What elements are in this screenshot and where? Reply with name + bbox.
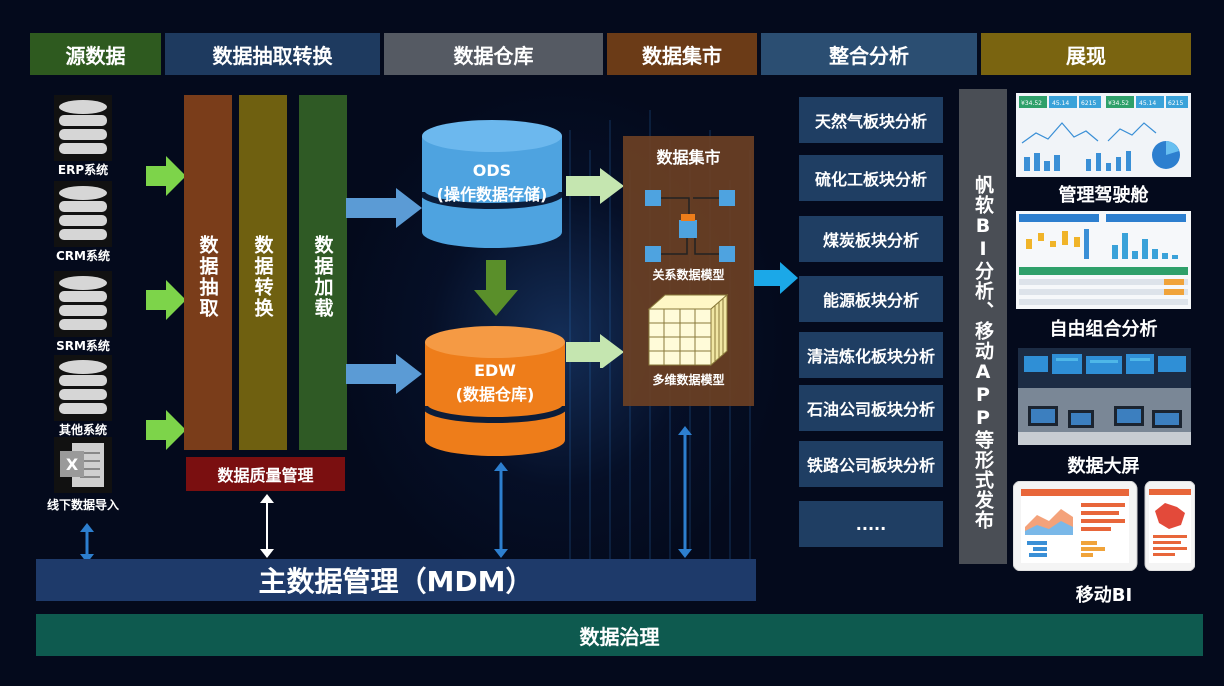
- ods-cylinder-shape: [422, 120, 562, 248]
- edw-cylinder: EDW (数据仓库): [425, 326, 565, 456]
- source-label: CRM系统: [56, 249, 110, 263]
- governance-bar: 数据治理: [36, 614, 1203, 656]
- mobile-bi-thumbnail: [1012, 480, 1196, 572]
- publish-bar: 帆软BI分析、移动APP等形式发布: [959, 89, 1007, 564]
- multidim-cube-icon: [647, 293, 729, 367]
- cockpit-thumbnail: ¥34.52 45.14 6215 ¥34.52 45.14 6215: [1016, 93, 1191, 177]
- header-mart: 数据集市: [607, 33, 757, 75]
- display-caption: 自由组合分析: [1049, 319, 1158, 340]
- ods-cylinder: ODS (操作数据存储): [422, 120, 562, 248]
- arrow-mart-mdm: [678, 426, 692, 558]
- display-caption: 移动BI: [1075, 585, 1133, 606]
- free-analysis-graphic: [1016, 211, 1191, 309]
- header-source-data: 源数据: [30, 33, 161, 75]
- control-room-graphic: [1018, 348, 1191, 445]
- analysis-item: 石油公司板块分析: [799, 385, 943, 431]
- multidim-model-label: 多维数据模型: [652, 373, 725, 387]
- source-label: SRM系统: [56, 339, 110, 353]
- data-quality-management: 数据质量管理: [186, 457, 345, 491]
- analysis-item: 清洁炼化板块分析: [799, 332, 943, 378]
- relational-model-label: 关系数据模型: [652, 268, 725, 282]
- arrow-edw-mdm: [494, 462, 508, 558]
- analysis-item: 天然气板块分析: [799, 97, 943, 143]
- edw-title: EDW: [474, 361, 516, 380]
- arrow-source-mdm: [80, 523, 94, 563]
- analysis-item: 煤炭板块分析: [799, 216, 943, 262]
- source-other: 其他系统: [28, 355, 138, 438]
- header-etl: 数据抽取转换: [165, 33, 380, 75]
- arrow-quality-mdm: [260, 494, 274, 558]
- source-crm: CRM系统: [28, 181, 138, 264]
- source-label: 其他系统: [58, 423, 107, 437]
- arrow-mart-to-analysis: [754, 262, 798, 294]
- etl-transform-label: 数据转换: [251, 235, 274, 319]
- display-caption: 数据大屏: [1067, 456, 1140, 477]
- etl-load-label: 数据加载: [311, 235, 334, 319]
- mobile-devices-graphic: [1012, 480, 1196, 572]
- excel-icon: X: [54, 437, 112, 493]
- relational-model-icon: [645, 190, 735, 262]
- source-label: ERP系统: [57, 163, 109, 177]
- ods-title: ODS: [472, 161, 512, 180]
- ods-subtitle: (操作数据存储): [436, 185, 548, 204]
- analysis-item: .....: [799, 501, 943, 547]
- arrows-sources-to-etl: [146, 156, 186, 450]
- database-icon: [54, 271, 112, 337]
- thumb-kpi: 45.14: [1139, 100, 1156, 107]
- database-icon: [54, 181, 112, 247]
- analysis-item: 能源板块分析: [799, 276, 943, 322]
- svg-text:X: X: [66, 455, 79, 474]
- thumb-kpi: 6215: [1168, 100, 1183, 107]
- thumb-kpi: 6215: [1081, 100, 1096, 107]
- source-srm: SRM系统: [28, 271, 138, 354]
- source-label: 线下数据导入: [46, 498, 119, 512]
- governance-label: 数据治理: [579, 624, 660, 649]
- edw-cylinder-shape: [425, 326, 565, 456]
- etl-extract-label: 数据抽取: [196, 235, 219, 319]
- source-offline-import: X 线下数据导入: [28, 437, 138, 513]
- arrows-warehouse-to-mart: [566, 168, 624, 368]
- database-icon: [54, 95, 112, 161]
- header-display: 展现: [981, 33, 1191, 75]
- mdm-bar: 主数据管理（MDM）: [36, 559, 756, 601]
- free-analysis-thumbnail: [1016, 211, 1191, 309]
- arrow-ods-to-edw: [474, 260, 518, 316]
- thumb-kpi: ¥34.52: [1021, 100, 1042, 107]
- etl-load-bar: 数据加载: [299, 95, 347, 450]
- analysis-item: 铁路公司板块分析: [799, 441, 943, 487]
- analysis-item: 硫化工板块分析: [799, 155, 943, 201]
- data-mart-title: 数据集市: [656, 148, 721, 167]
- cockpit-dashboard-graphic: ¥34.52 45.14 6215 ¥34.52 45.14 6215: [1016, 93, 1191, 177]
- big-screen-thumbnail: [1018, 348, 1191, 445]
- etl-extract-bar: 数据抽取: [184, 95, 232, 450]
- mdm-label: 主数据管理（MDM）: [258, 565, 534, 598]
- etl-transform-bar: 数据转换: [239, 95, 287, 450]
- database-icon: [54, 355, 112, 421]
- edw-subtitle: (数据仓库): [455, 385, 535, 404]
- data-mart-box: 数据集市 关系数据模型 多维数据模型: [623, 136, 754, 406]
- thumb-kpi: 45.14: [1052, 100, 1069, 107]
- source-erp: ERP系统: [28, 95, 138, 178]
- header-analysis: 整合分析: [761, 33, 977, 75]
- header-warehouse: 数据仓库: [384, 33, 603, 75]
- display-caption: 管理驾驶舱: [1058, 185, 1149, 206]
- publish-text: 帆软BI分析、移动APP等形式发布: [972, 175, 994, 530]
- arrows-etl-to-warehouse: [346, 188, 422, 394]
- thumb-kpi: ¥34.52: [1108, 100, 1129, 107]
